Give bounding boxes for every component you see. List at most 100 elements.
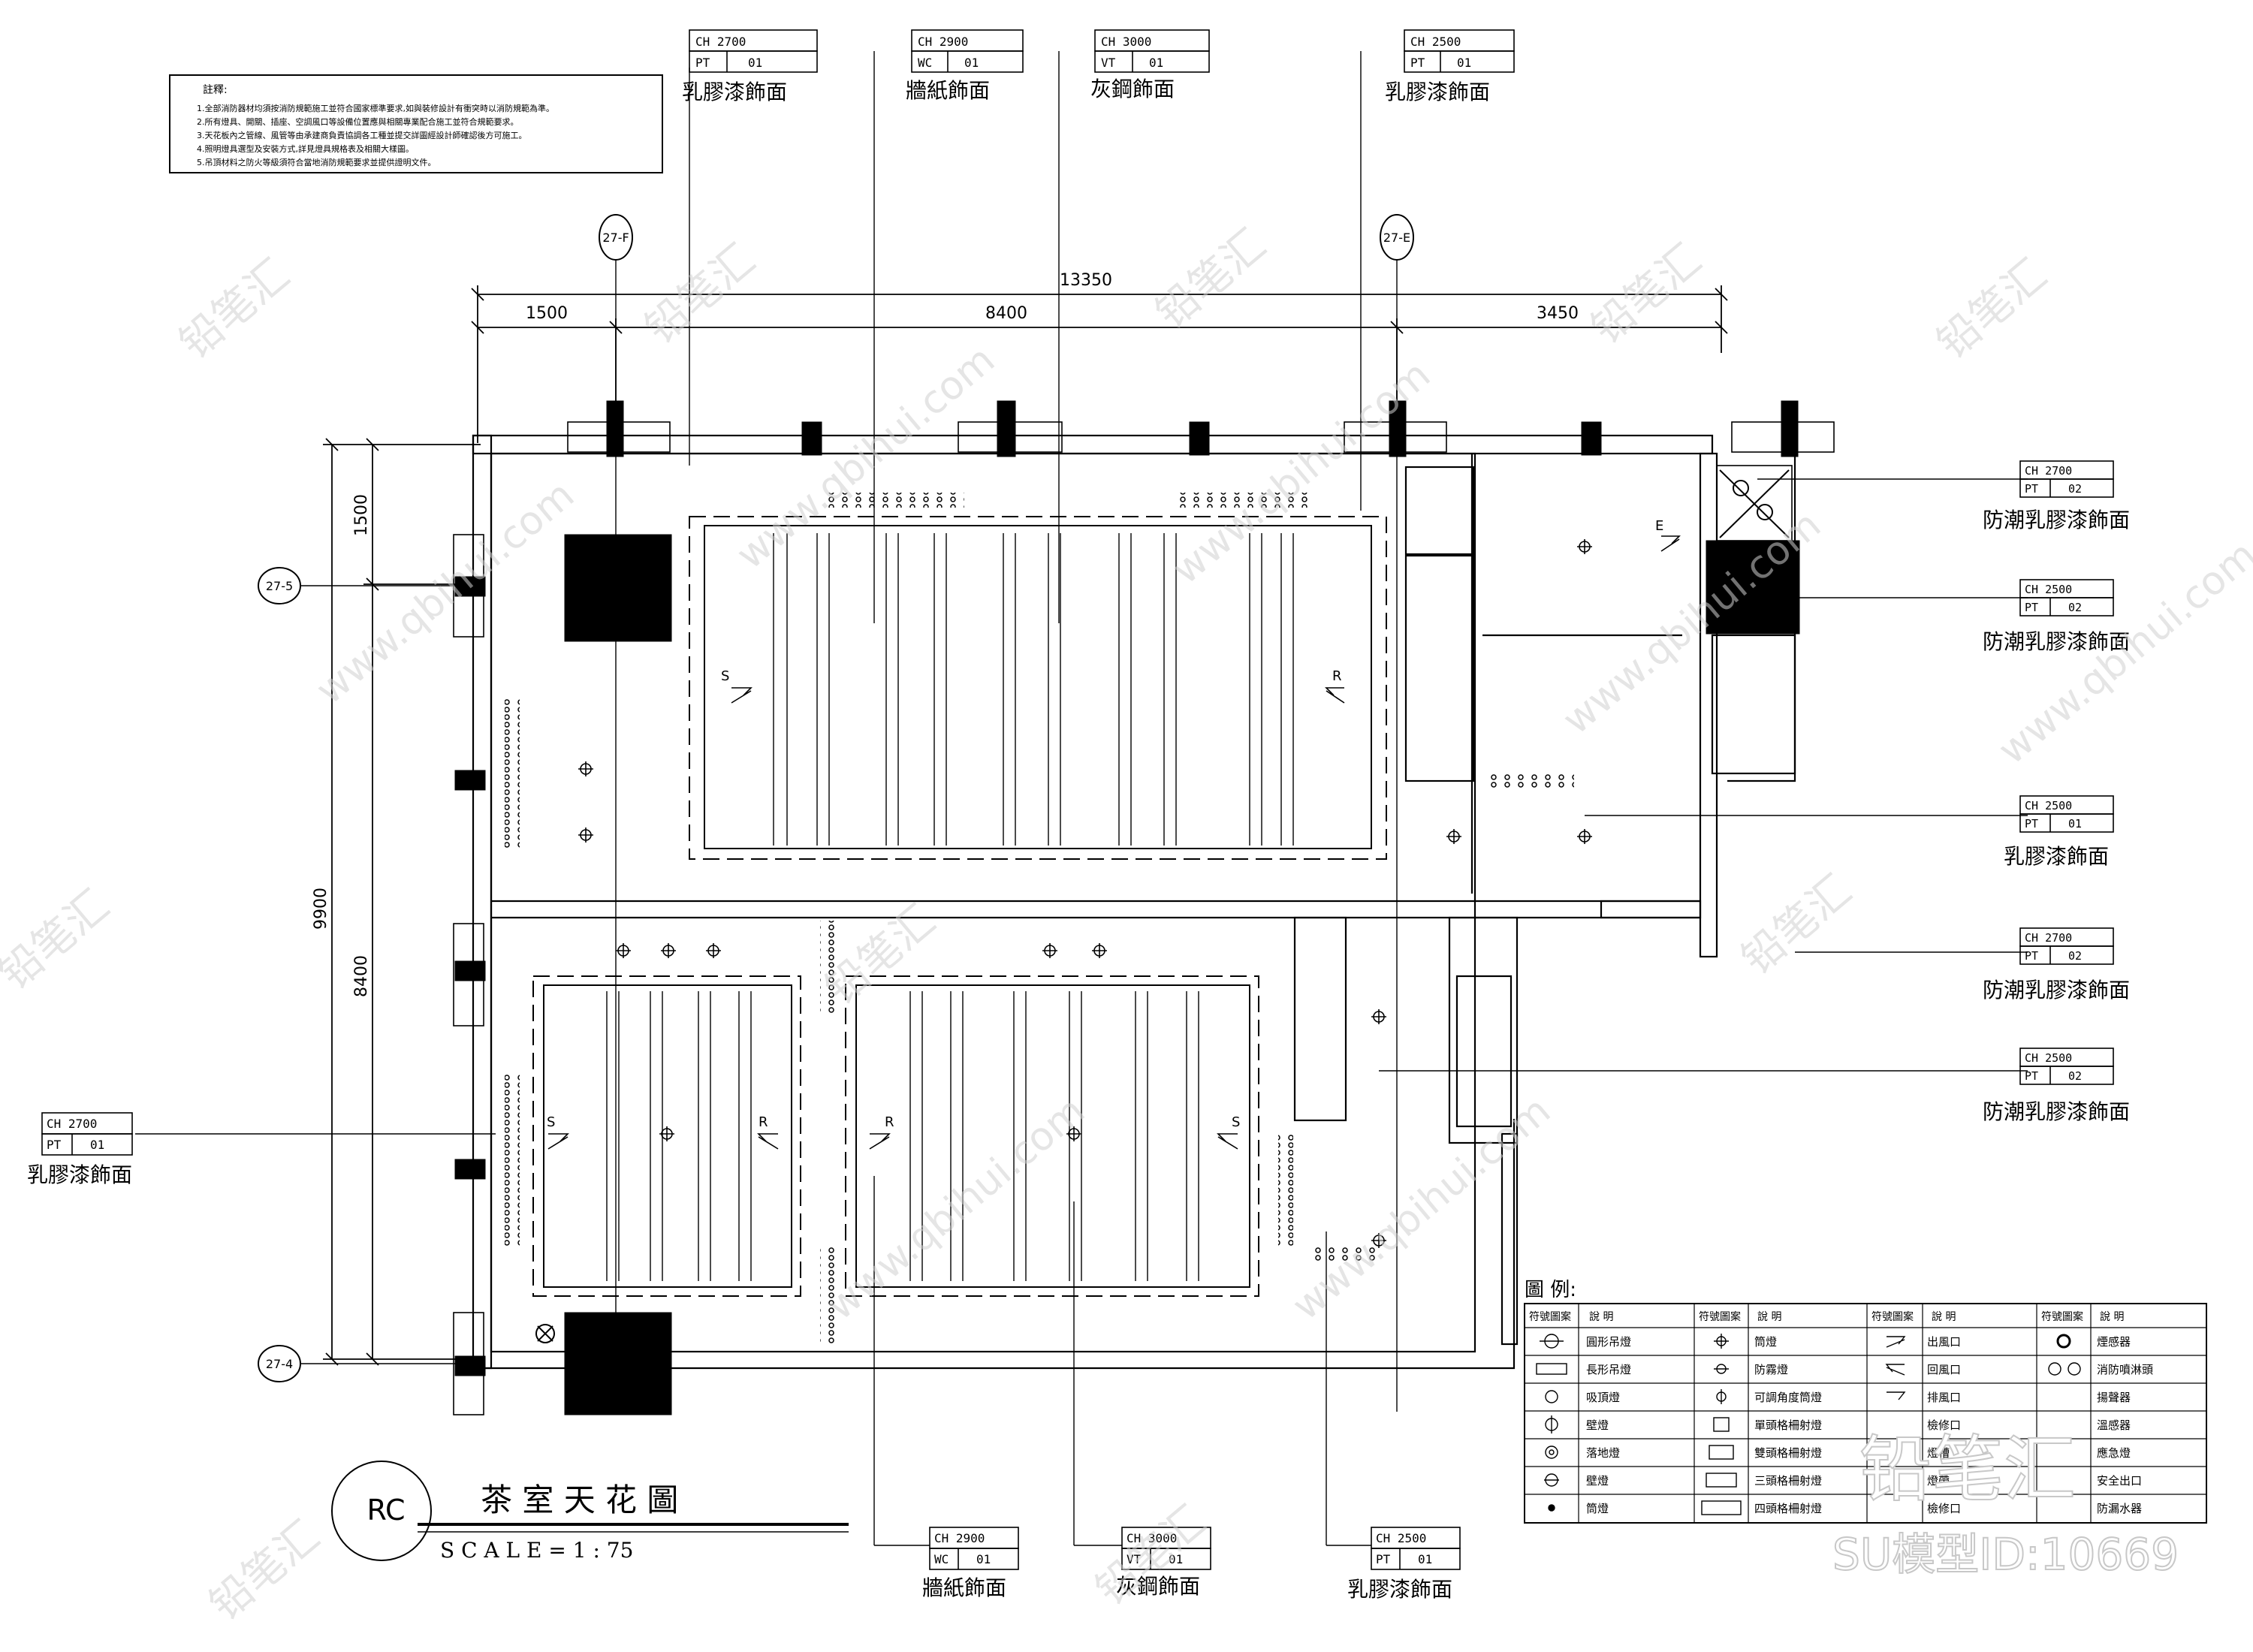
drawing-scale: S C A L E = 1 : 75 — [440, 1538, 633, 1563]
notes-line: 2.所有燈具、開關、插座、空調風口等設備位置應與相關專業配合施工並符合規範要求。 — [197, 116, 519, 127]
finish-label: 灰鋼飾面 — [1116, 1574, 1200, 1599]
air-diffuser-icon — [547, 535, 1681, 1150]
svg-text:www.qbihui.com: www.qbihui.com — [819, 1088, 1093, 1329]
legend: 圖 例: 符號圖案 說 明 符號圖案 說 明 符號圖案 說 明 符號圖案 說 明 — [1524, 1279, 2207, 1524]
svg-text:CH 2500: CH 2500 — [2025, 1051, 2072, 1065]
dim-v-total: 9900 — [312, 888, 330, 930]
svg-text:S: S — [721, 668, 729, 684]
finish-label: 灰鋼飾面 — [1090, 77, 1175, 101]
svg-text:壁燈: 壁燈 — [1586, 1474, 1609, 1488]
finish-tag — [1094, 29, 1210, 73]
watermark-logo: 铅笔汇 SU模型ID:10669 — [1832, 1427, 2179, 1581]
finish-label: 防潮乳膠漆飾面 — [1983, 978, 2130, 1002]
svg-text:檢修口: 檢修口 — [1927, 1502, 1961, 1515]
svg-text:CH 2500: CH 2500 — [1410, 35, 1461, 49]
svg-text:筒燈: 筒燈 — [1754, 1335, 1777, 1349]
svg-text:铅笔汇: 铅笔汇 — [201, 1512, 328, 1630]
svg-text:防霧燈: 防霧燈 — [1754, 1363, 1788, 1376]
svg-text:CH 2500: CH 2500 — [1376, 1531, 1426, 1545]
svg-text:27-E: 27-E — [1383, 231, 1410, 245]
finish-tag — [1404, 29, 1515, 73]
svg-text:R: R — [759, 1114, 768, 1130]
finish-label: 乳膠漆飾面 — [1385, 80, 1490, 104]
svg-text:01: 01 — [964, 56, 979, 70]
svg-text:02: 02 — [2068, 949, 2082, 963]
svg-text:說 明: 說 明 — [2100, 1310, 2124, 1323]
finish-tag — [911, 29, 1024, 73]
finish-label: 乳膠漆飾面 — [27, 1162, 132, 1187]
grid-lines — [300, 260, 1398, 1412]
svg-text:說 明: 說 明 — [1757, 1310, 1781, 1323]
grid-bubble: 27-E — [1380, 214, 1414, 261]
svg-text:符號圖案: 符號圖案 — [2041, 1310, 2083, 1323]
svg-text:PT: PT — [2025, 1069, 2038, 1083]
svg-text:應急燈: 應急燈 — [2097, 1446, 2131, 1460]
svg-text:CH 2500: CH 2500 — [2025, 799, 2072, 812]
notes-title: 註釋: — [203, 84, 228, 96]
svg-text:單頭格柵射燈: 單頭格柵射燈 — [1754, 1418, 1822, 1432]
svg-text:01: 01 — [1169, 1552, 1183, 1566]
grid-bubble: 27-5 — [258, 567, 301, 604]
drawing-code: RC — [366, 1494, 405, 1527]
svg-text:壁燈: 壁燈 — [1586, 1418, 1609, 1432]
svg-text:01: 01 — [748, 56, 762, 70]
general-notes: 註釋: 1.全部消防器材均須按消防規範施工並符合國家標準要求,如與裝修設計有衝突… — [169, 74, 663, 173]
wall-outline — [472, 434, 1796, 1370]
light-strips — [505, 493, 1574, 1344]
svg-text:PT: PT — [2025, 949, 2038, 963]
svg-text:铅笔汇: 铅笔汇 — [1733, 866, 1860, 984]
finish-tag — [2019, 1048, 2114, 1085]
dim-1500: 1500 — [526, 304, 568, 323]
notes-line: 3.天花板內之管線、風管等由承建商負責協調各工種並提交詳圖經設計師確認後方可施工… — [197, 130, 527, 140]
svg-text:S: S — [1232, 1114, 1240, 1130]
svg-text:符號圖案: 符號圖案 — [1871, 1310, 1914, 1323]
svg-text:S: S — [547, 1114, 555, 1130]
svg-text:筒燈: 筒燈 — [1586, 1502, 1609, 1515]
notes-line: 5.吊頂材料之防火等級須符合當地消防規範要求並提供證明文件。 — [197, 157, 436, 167]
structural-columns — [454, 400, 1800, 1415]
svg-text:雙頭格柵射燈: 雙頭格柵射燈 — [1754, 1446, 1822, 1460]
svg-text:CH 2700: CH 2700 — [2025, 931, 2072, 945]
drawing-name: 茶 室 天 花 圖 — [481, 1482, 678, 1518]
svg-text:落地燈: 落地燈 — [1586, 1446, 1620, 1460]
legend-title: 圖 例: — [1525, 1279, 1576, 1301]
svg-text:符號圖案: 符號圖案 — [1529, 1310, 1571, 1323]
smoke-detector-icon — [535, 469, 1790, 1343]
svg-text:铅笔汇: 铅笔汇 — [0, 881, 119, 999]
svg-text:SU模型ID:10669: SU模型ID:10669 — [1832, 1529, 2179, 1580]
svg-text:揚聲器: 揚聲器 — [2097, 1391, 2131, 1404]
svg-text:02: 02 — [2068, 482, 2082, 496]
svg-text:27-F: 27-F — [602, 231, 629, 245]
svg-text:www.qbihui.com: www.qbihui.com — [728, 337, 1003, 578]
svg-text:CH 2700: CH 2700 — [695, 35, 746, 49]
finish-tag — [2019, 795, 2114, 833]
svg-text:PT: PT — [47, 1138, 62, 1152]
finish-tag — [929, 1527, 1019, 1570]
notes-line: 1.全部消防器材均須按消防規範施工並符合國家標準要求,如與裝修設計有衝突時以消防… — [197, 103, 554, 113]
finish-label: 乳膠漆飾面 — [682, 80, 787, 104]
finish-label: 乳膠漆飾面 — [2004, 844, 2109, 869]
svg-text:铅笔汇: 铅笔汇 — [1147, 220, 1274, 339]
dim-3450: 3450 — [1537, 304, 1579, 323]
svg-text:圓形吊燈: 圓形吊燈 — [1586, 1335, 1631, 1349]
svg-text:排風口: 排風口 — [1927, 1391, 1961, 1404]
svg-text:符號圖案: 符號圖案 — [1699, 1310, 1741, 1323]
svg-text:01: 01 — [1457, 56, 1471, 70]
svg-text:WC: WC — [934, 1552, 949, 1566]
column-outlines — [453, 421, 1835, 1415]
svg-text:安全出口: 安全出口 — [2097, 1474, 2142, 1488]
svg-text:www.qbihui.com: www.qbihui.com — [1284, 1088, 1559, 1329]
svg-text:VT: VT — [1126, 1552, 1142, 1566]
svg-text:PT: PT — [695, 56, 710, 70]
dim-total: 13350 — [1060, 271, 1112, 290]
svg-text:02: 02 — [2068, 1069, 2082, 1083]
downlight-icon — [578, 539, 1592, 1248]
svg-text:01: 01 — [1418, 1552, 1432, 1566]
svg-text:煙感器: 煙感器 — [2097, 1335, 2131, 1349]
finish-tag — [689, 29, 818, 73]
svg-text:R: R — [1332, 668, 1342, 684]
svg-text:www.qbihui.com: www.qbihui.com — [308, 472, 583, 713]
svg-text:CH 2900: CH 2900 — [918, 35, 968, 49]
finish-tag — [1121, 1527, 1211, 1570]
